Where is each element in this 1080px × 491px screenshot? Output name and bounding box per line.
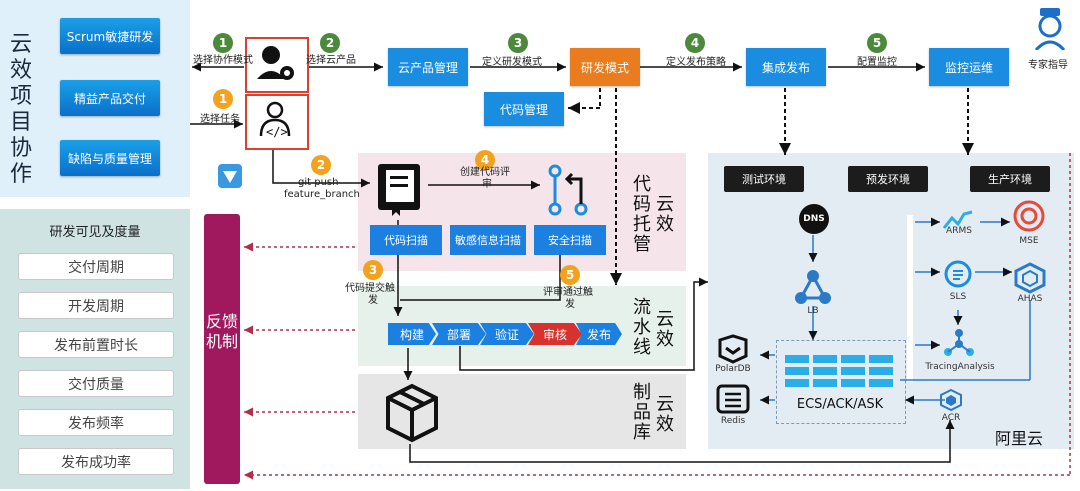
- metric-delivery-cycle[interactable]: 交付周期: [18, 253, 174, 280]
- monitor-ops-node[interactable]: 监控运维: [929, 48, 1009, 86]
- bird-logo-icon: [218, 164, 242, 188]
- dev-mode-node[interactable]: 研发模式: [570, 48, 640, 86]
- redis-icon: [716, 384, 750, 414]
- mse-label: MSE: [1019, 236, 1039, 246]
- svg-text:</>: </>: [266, 125, 288, 139]
- code-management-node[interactable]: 代码管理: [484, 92, 564, 126]
- project-title: 云效项目协作: [10, 32, 33, 187]
- sensitive-info-scan-button[interactable]: 敏感信息扫描: [450, 225, 526, 255]
- polardb-icon: [716, 334, 750, 364]
- flow-region-label: 流水线: [633, 297, 651, 358]
- code-region-label: 代码托管: [633, 174, 651, 255]
- feedback-mechanism: 反馈机制: [204, 214, 240, 484]
- step-2-label: 选择云产品: [306, 55, 356, 66]
- step-5b-label-1: 评审通过触: [543, 287, 593, 298]
- developer-user-box[interactable]: </>: [245, 94, 309, 150]
- flow-region-label-b: 云效: [656, 309, 674, 350]
- code-region-label-b: 云效: [656, 194, 674, 235]
- metric-release-frequency[interactable]: 发布频率: [18, 409, 174, 436]
- pipeline-verify-stage[interactable]: 验证: [480, 323, 534, 345]
- ahas-label: AHAS: [1017, 294, 1043, 304]
- sls-label: SLS: [949, 292, 967, 302]
- developer-code-icon: </>: [259, 101, 291, 139]
- production-env-button[interactable]: 生产环境: [970, 166, 1050, 192]
- code-repo-icon: [374, 160, 426, 218]
- step-5-badge: 5: [867, 33, 887, 53]
- tracing-label: TracingAnalysis: [925, 362, 995, 372]
- lb-label: LB: [807, 306, 819, 316]
- aliyun-label: 阿里云: [995, 429, 1044, 448]
- step-2b-label-2: feature_branch: [284, 189, 360, 200]
- pipeline-deploy-stage[interactable]: 部署: [432, 323, 486, 345]
- step-2b-badge: 2: [311, 155, 331, 175]
- pipeline-release-stage[interactable]: 发布: [576, 323, 622, 345]
- step-1-badge: 1: [213, 33, 233, 53]
- redis-label: Redis: [720, 416, 746, 426]
- staging-env-button[interactable]: 预发环境: [848, 166, 928, 192]
- step-1b-badge: 1: [213, 89, 233, 109]
- cloud-product-node[interactable]: 云产品管理: [388, 48, 468, 86]
- expert-icon: [1030, 6, 1070, 52]
- arms-icon: [942, 208, 974, 232]
- expert-label: 专家指导: [1028, 60, 1068, 71]
- step-4-label: 定义发布策略: [666, 57, 726, 68]
- security-scan-button[interactable]: 安全扫描: [534, 225, 606, 255]
- metric-dev-cycle[interactable]: 开发周期: [18, 292, 174, 319]
- pipeline-review-stage[interactable]: 审核: [528, 323, 582, 345]
- ecs-label: ECS/ACK/ASK: [796, 397, 884, 412]
- sls-icon: [942, 258, 974, 290]
- dns-icon: DNS: [799, 204, 829, 234]
- server-cluster-icon: [785, 355, 893, 387]
- arms-label: ARMS: [946, 226, 972, 236]
- artifact-box-icon: [384, 382, 440, 444]
- test-env-button[interactable]: 测试环境: [724, 166, 804, 192]
- mse-icon: [1012, 199, 1046, 233]
- acr-label: ACR: [941, 413, 961, 423]
- metric-delivery-quality[interactable]: 交付质量: [18, 370, 174, 397]
- step-4b-label-1: 创建代码评: [460, 167, 510, 178]
- lb-icon: [793, 266, 833, 306]
- ecs-cluster-box: ECS/ACK/ASK: [776, 340, 906, 424]
- user-gear-icon: [257, 46, 294, 80]
- step-2b-label-1: git push: [298, 177, 339, 188]
- tracing-icon: [942, 328, 976, 358]
- step-2-badge: 2: [320, 33, 340, 53]
- step-3-label: 定义研发模式: [482, 57, 542, 68]
- step-3b-label-2: 发: [368, 295, 378, 306]
- collaboration-user-box[interactable]: [245, 37, 309, 93]
- project-collaboration-panel: 云效项目协作 Scrum敏捷研发 精益产品交付 缺陷与质量管理: [0, 0, 190, 197]
- metric-release-success[interactable]: 发布成功率: [18, 448, 174, 475]
- step-4b-label-2: 审: [482, 179, 492, 190]
- merge-request-icon: [543, 163, 593, 218]
- step-1b-label: 选择任务: [200, 114, 240, 125]
- ahas-icon: [1013, 262, 1047, 294]
- scrum-button[interactable]: Scrum敏捷研发: [60, 18, 160, 54]
- defect-quality-button[interactable]: 缺陷与质量管理: [60, 140, 160, 176]
- feedback-label: 反馈机制: [205, 312, 238, 351]
- step-5b-badge: 5: [560, 265, 580, 285]
- step-5b-label-2: 发: [565, 299, 575, 310]
- step-3-badge: 3: [508, 33, 528, 53]
- step-3b-badge: 3: [363, 260, 383, 280]
- artifact-region-label-b: 云效: [656, 394, 674, 435]
- step-5-label: 配置监控: [857, 57, 897, 68]
- acr-icon: [939, 388, 963, 412]
- lean-delivery-button[interactable]: 精益产品交付: [60, 80, 160, 116]
- code-scan-button[interactable]: 代码扫描: [370, 225, 442, 255]
- step-3b-label-1: 代码提交触: [345, 283, 395, 294]
- step-1-label: 选择协作模式: [193, 55, 253, 66]
- artifact-region-label: 制品库: [633, 382, 651, 443]
- polardb-label: PolarDB: [715, 364, 751, 374]
- integration-release-node[interactable]: 集成发布: [746, 48, 826, 86]
- metric-lead-time[interactable]: 发布前置时长: [18, 331, 174, 358]
- metrics-panel: 研发可见及度量 交付周期 开发周期 发布前置时长 交付质量 发布频率 发布成功率: [0, 209, 190, 489]
- metrics-title: 研发可见及度量: [49, 225, 141, 240]
- pipeline-build-stage[interactable]: 构建: [388, 323, 436, 345]
- step-4-badge: 4: [685, 33, 705, 53]
- step-4b-badge: 4: [475, 150, 495, 170]
